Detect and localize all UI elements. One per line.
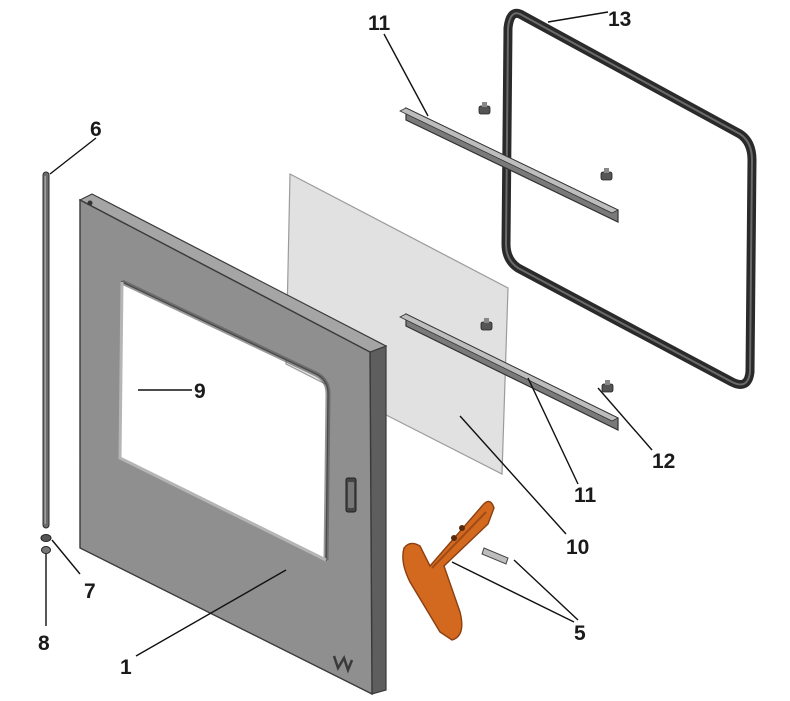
callout-screw: 12	[652, 450, 675, 473]
callout-clamp-top: 11	[368, 12, 391, 35]
screw-icon	[478, 102, 491, 115]
washer	[40, 534, 52, 542]
callout-window-opening: 9	[194, 380, 206, 403]
screw-icon	[480, 318, 493, 331]
pin	[41, 546, 51, 554]
door-panel	[78, 193, 388, 696]
callout-washer: 7	[84, 580, 96, 603]
callout-handle: 5	[574, 622, 586, 645]
hinge-rod	[42, 171, 50, 529]
callout-glass-pane: 10	[566, 536, 589, 559]
callout-pin: 8	[38, 632, 50, 655]
callout-gasket: 13	[608, 8, 631, 31]
clamp-strip-top	[399, 107, 619, 223]
callout-door-panel: 1	[120, 656, 132, 679]
gasket-frame	[501, 8, 757, 389]
callout-clamp-bottom: 11	[574, 484, 597, 507]
screw-icon	[600, 168, 613, 181]
screw-icon	[601, 380, 614, 393]
leader-lines	[45, 11, 653, 657]
kk-logo-icon	[332, 655, 354, 674]
door-handle	[402, 500, 495, 641]
clamp-strip-bottom	[399, 313, 619, 431]
callout-hinge-rod: 6	[90, 118, 102, 141]
handle-spindle	[481, 547, 509, 565]
